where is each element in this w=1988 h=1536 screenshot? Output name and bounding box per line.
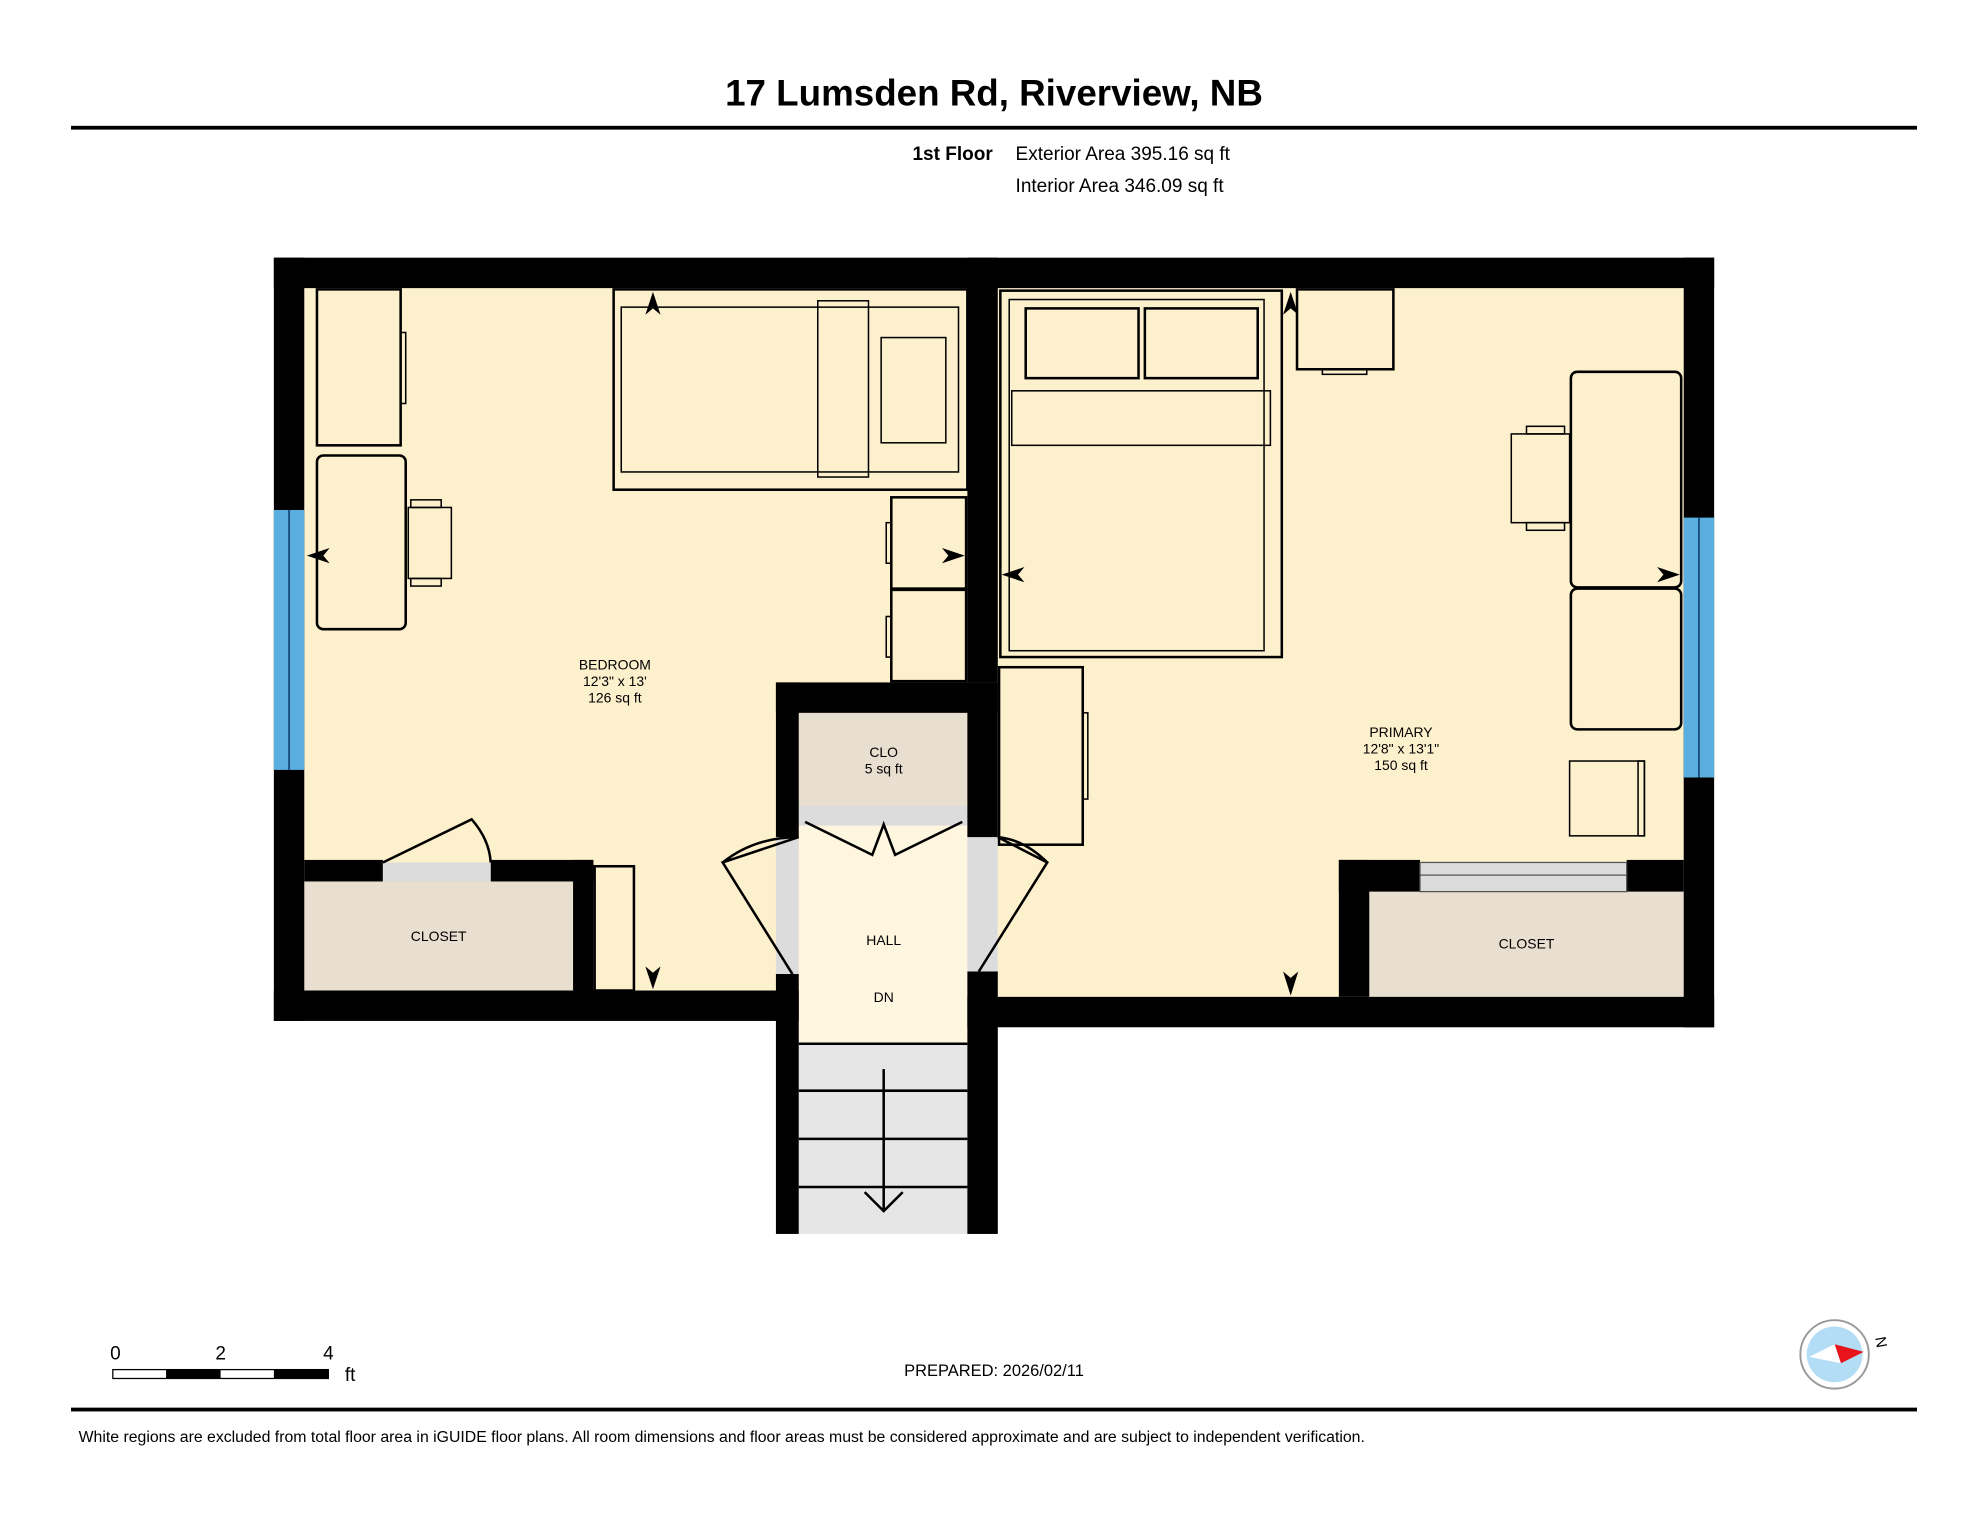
- hall-name: HALL: [866, 932, 901, 948]
- scale-bar: 0 2 4 ft: [110, 1343, 356, 1386]
- scale-tick-0: 0: [110, 1343, 121, 1364]
- bedroom-dims: 12'3" x 13': [583, 673, 647, 689]
- closet-left-door: [382, 862, 491, 882]
- compass-north-label: N: [1871, 1335, 1890, 1349]
- bed: [612, 288, 969, 491]
- bedroom-area: 126 sq ft: [588, 690, 642, 706]
- clo-area: 5 sq ft: [865, 761, 903, 777]
- hall-door-left-threshold: [775, 837, 799, 975]
- desk: [315, 454, 407, 631]
- photo-markers: [306, 291, 1680, 996]
- hall-door-right-threshold: [967, 837, 998, 972]
- compass-icon: N: [1799, 1319, 1890, 1390]
- prepared-date: PREPARED: 2026/02/11: [904, 1362, 1084, 1380]
- shelf: [593, 864, 636, 992]
- interior-area: Interior Area 346.09 sq ft: [1016, 176, 1225, 197]
- bedroom-name: BEDROOM: [579, 657, 651, 673]
- footer-divider: [71, 1407, 1917, 1412]
- exterior-area: Exterior Area 395.16 sq ft: [1016, 144, 1231, 165]
- scale-unit: ft: [345, 1365, 356, 1386]
- bedroom-furniture: [315, 288, 969, 992]
- stair-steps: [798, 1042, 968, 1213]
- cabinet: [1569, 587, 1683, 731]
- doors: [382, 817, 1050, 975]
- page-title: 17 Lumsden Rd, Riverview, NB: [725, 73, 1263, 114]
- disclaimer: White regions are excluded from total fl…: [79, 1429, 1365, 1446]
- bed: [999, 289, 1284, 659]
- primary-dims: 12'8" x 13'1": [1363, 740, 1439, 756]
- closet-left-floor: [304, 881, 574, 991]
- scale-tick-4: 4: [323, 1343, 334, 1364]
- primary-name: PRIMARY: [1369, 724, 1432, 740]
- stairs-down-label: DN: [874, 989, 894, 1005]
- clo-name: CLO: [869, 744, 898, 760]
- closet-left-name: CLOSET: [411, 928, 467, 944]
- hall-floor: [798, 825, 968, 1044]
- primary-furniture: [997, 288, 1683, 846]
- floor-label: 1st Floor: [912, 144, 993, 165]
- floor-plan: BEDROOM 12'3" x 13' 126 sq ft PRIMARY 12…: [273, 257, 1715, 1234]
- clo-floor: [798, 712, 968, 806]
- header-divider: [71, 125, 1917, 130]
- scale-tick-2: 2: [215, 1343, 226, 1364]
- primary-area: 150 sq ft: [1374, 757, 1428, 773]
- closet-right-name: CLOSET: [1499, 936, 1555, 952]
- clo-door-threshold: [798, 805, 968, 826]
- closet-right-sliding-door: [1419, 861, 1628, 893]
- closet-right-floor: [1369, 891, 1684, 997]
